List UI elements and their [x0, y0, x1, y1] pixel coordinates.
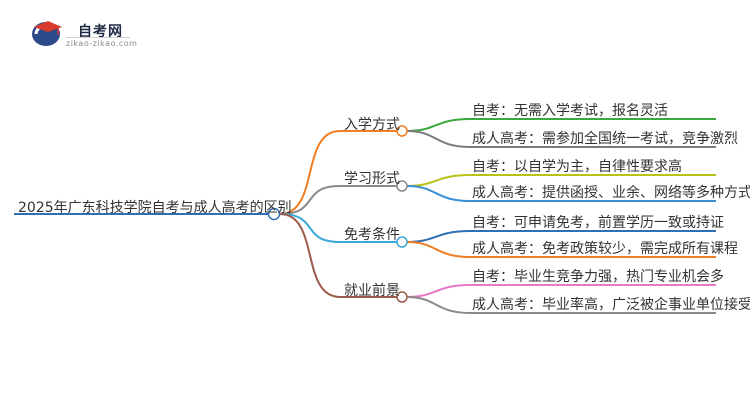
branch-connector — [279, 185, 341, 215]
branch-label-entry: 入学方式 — [344, 117, 400, 133]
branch-node — [396, 180, 408, 192]
leaf-connector — [406, 241, 471, 258]
leaf-label: 自考：毕业生竞争力强，热门专业机会多 — [472, 269, 724, 285]
leaf-connector — [406, 118, 471, 132]
leaf-label: 自考：以自学为主，自律性要求高 — [472, 159, 682, 175]
brand-divider — [66, 37, 130, 38]
root-topic: 2025年广东科技学院自考与成人高考的区别 — [18, 200, 292, 216]
branch-node — [396, 291, 408, 303]
leaf-label: 自考：可申请免考，前置学历一致或持证 — [472, 215, 724, 231]
leaf-label: 自考：无需入学考试，报名灵活 — [472, 103, 668, 119]
leaf-label: 成人高考：提供函授、业余、网络等多种方式 — [472, 185, 750, 201]
branch-label-study: 学习形式 — [344, 171, 400, 187]
leaf-label: 成人高考：需参加全国统一考试，竞争激烈 — [472, 131, 738, 147]
branch-node — [396, 236, 408, 248]
brand-name: 自考网 — [78, 24, 123, 40]
branch-connector — [279, 130, 341, 215]
leaf-connector — [406, 284, 471, 298]
branch-node — [396, 125, 408, 137]
graduation-cap-icon — [32, 21, 62, 46]
site-logo[interactable] — [30, 18, 64, 52]
leaf-connector — [406, 230, 471, 243]
branch-label-career: 就业前景 — [344, 283, 400, 299]
leaf-connector — [406, 296, 471, 314]
branch-label-exemption: 免考条件 — [344, 227, 400, 243]
brand-url: zikao-zikao.com — [66, 39, 138, 48]
branch-connector — [279, 213, 341, 298]
leaf-connector — [406, 185, 471, 202]
leaf-label: 成人高考：毕业率高，广泛被企事业单位接受 — [472, 297, 750, 313]
leaf-connector — [406, 174, 471, 187]
leaf-connector — [406, 130, 471, 148]
root-node — [267, 207, 281, 221]
branch-connector — [279, 213, 341, 243]
leaf-label: 成人高考：免考政策较少，需完成所有课程 — [472, 241, 738, 257]
